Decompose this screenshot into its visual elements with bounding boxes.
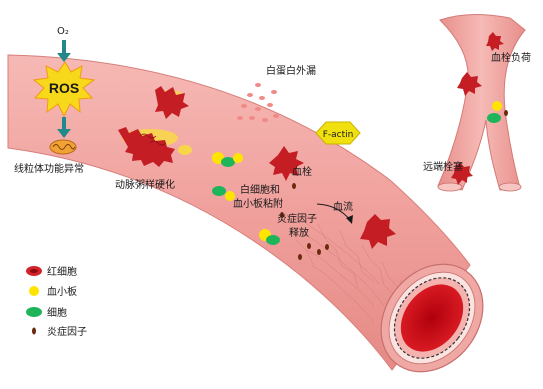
wbc-label-line1: 白细胞和 bbox=[240, 183, 280, 196]
o2-label: O₂ bbox=[57, 26, 69, 37]
legend-platelet-label: 血小板 bbox=[47, 285, 77, 298]
platelet-icon bbox=[29, 286, 39, 296]
blood-flow-label: 血流 bbox=[333, 200, 353, 213]
legend-platelet: 血小板 bbox=[29, 285, 77, 298]
ros-label: ROS bbox=[49, 80, 79, 96]
inflammatory-release-line1: 炎症因子 bbox=[277, 212, 317, 225]
legend-inflammatory-label: 炎症因子 bbox=[47, 325, 87, 338]
inflammatory-release-line2: 释放 bbox=[289, 226, 309, 239]
legend-rbc: 红细胞 bbox=[26, 265, 77, 278]
albumin-label: 白蛋白外漏 bbox=[266, 64, 316, 77]
mitochondria-icon bbox=[50, 140, 76, 154]
inflammatory-factor-icon bbox=[32, 328, 36, 335]
mitochondria-label: 线粒体功能异常 bbox=[14, 162, 84, 175]
wbc-label-line2: 血小板粘附 bbox=[233, 197, 283, 210]
cell-icon bbox=[221, 157, 235, 167]
thrombus-burden-label: 血栓负荷 bbox=[491, 51, 531, 64]
legend-inflammatory: 炎症因子 bbox=[32, 325, 87, 338]
f-actin-label: F-actin bbox=[323, 130, 354, 140]
cell-icon bbox=[26, 307, 42, 317]
legend-rbc-label: 红细胞 bbox=[47, 265, 77, 278]
atherosclerosis-label: 动脉粥样硬化 bbox=[115, 178, 175, 191]
legend: 红细胞 血小板 细胞 炎症因子 bbox=[26, 265, 87, 338]
distal-embolism-label: 远端栓塞 bbox=[423, 160, 463, 173]
thrombus-label: 血栓 bbox=[292, 165, 312, 178]
legend-cell: 细胞 bbox=[26, 306, 67, 319]
legend-cell-label: 细胞 bbox=[47, 306, 67, 319]
